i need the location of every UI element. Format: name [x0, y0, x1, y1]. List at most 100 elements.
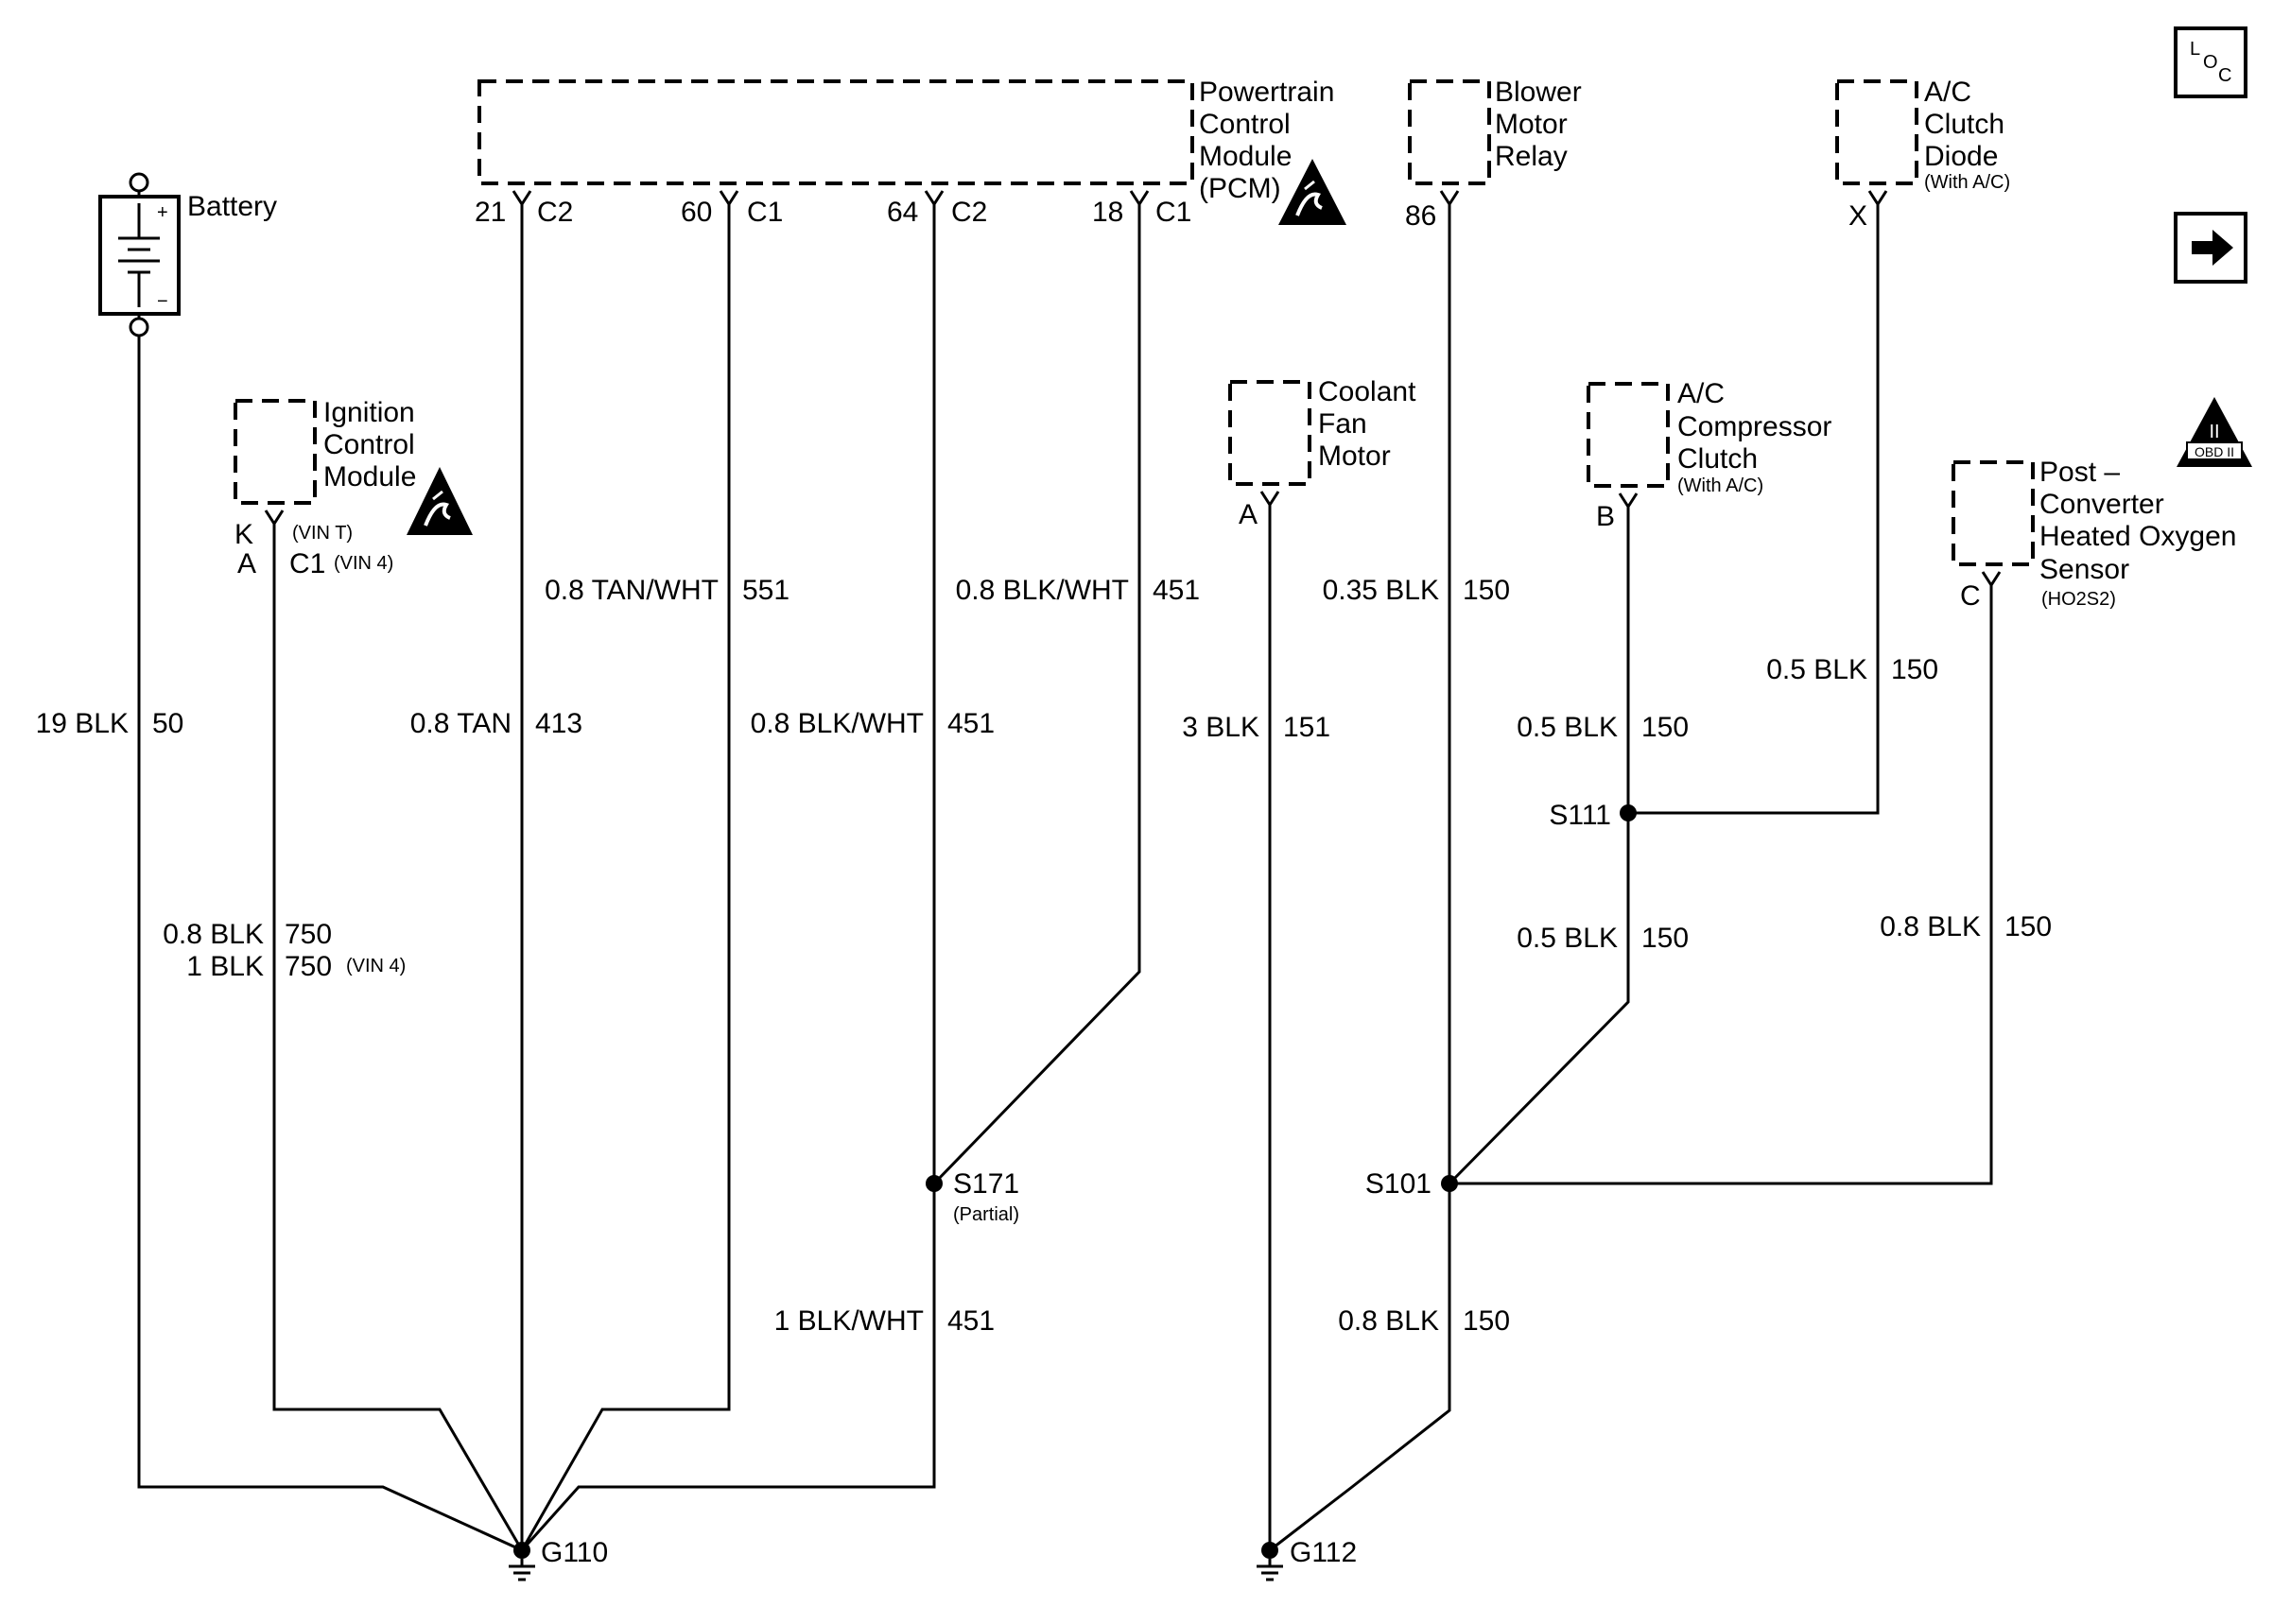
ho2s2-pin: C [1960, 580, 1981, 612]
wire-label-circuit: 150 [1463, 1305, 1510, 1337]
battery-minus: − [157, 291, 168, 312]
esd-warning-icon [1278, 159, 1346, 225]
icm-label-3: Module [323, 461, 416, 492]
blower-motor-relay: Blower Motor Relay 86 [1405, 77, 1582, 232]
ground-g112: G112 [1257, 1537, 1357, 1581]
ac-clutch-label-2: Compressor [1677, 411, 1831, 442]
ho2s2-label-2: Converter [2039, 489, 2164, 520]
icm-pin-a: A [237, 548, 256, 579]
wire-label-circuit: 150 [1463, 575, 1510, 606]
wires [137, 204, 1993, 1552]
splice-note: (Partial) [953, 1204, 1019, 1225]
pcm-box [477, 79, 1194, 185]
wire-label-circuit: 551 [742, 575, 789, 606]
wire-label-color: 1 BLK [186, 951, 264, 982]
svg-text:60: 60 [681, 197, 712, 228]
splice-label: S111 [1549, 800, 1611, 831]
wire-label-color: 3 BLK [1182, 712, 1259, 743]
battery-plus: + [157, 202, 168, 223]
esd-warning-icon [407, 467, 473, 535]
svg-text:18: 18 [1092, 197, 1123, 228]
wire-labels: 0.8 TAN/WHT 551 0.8 BLK/WHT 451 0.35 BLK… [36, 575, 2052, 1337]
wire-label-color: 0.8 BLK/WHT [751, 708, 924, 739]
coolant-fan-label-1: Coolant [1318, 376, 1416, 407]
wire-label-circuit: 150 [2004, 911, 2052, 942]
wire-label-color: 0.5 BLK [1517, 923, 1618, 954]
wire-label-circuit: 451 [947, 1305, 995, 1337]
wire-label-color: 1 BLK/WHT [774, 1305, 924, 1337]
battery: + − Battery [98, 172, 277, 337]
wire-ac-clutch [1448, 507, 1630, 1185]
wire-label-circuit: 750 [285, 919, 332, 950]
coolant-fan-label-3: Motor [1318, 441, 1391, 472]
ac-clutch-note: (With A/C) [1677, 475, 1763, 496]
wire-label-circuit: 150 [1891, 654, 1938, 685]
ac-diode-label-2: Clutch [1924, 109, 2004, 140]
icm-conn-c1: C1 [289, 548, 325, 579]
pcm-label-1: Powertrain [1199, 77, 1334, 108]
ac-diode-pin: X [1848, 200, 1867, 232]
wire-label-color: 0.8 TAN [410, 708, 512, 739]
ac-diode-label-3: Diode [1924, 141, 1998, 172]
ignition-control-module: Ignition Control Module K (VIN T) A C1 (… [234, 397, 473, 579]
ac-clutch-label-3: Clutch [1677, 443, 1758, 475]
ground-label: G110 [541, 1537, 608, 1568]
wire-label-circuit: 50 [152, 708, 183, 739]
wire-label-color: 0.8 BLK [1880, 911, 1981, 942]
obd-ii-icon: II OBD II [2177, 397, 2252, 467]
pcm-pin-64: 64 C2 [887, 190, 987, 228]
splice-label: S101 [1365, 1168, 1431, 1200]
arrow-right-icon[interactable] [2174, 212, 2247, 284]
svg-text:64: 64 [887, 197, 918, 228]
location-icon[interactable]: L O C [2174, 26, 2247, 98]
icm-label-2: Control [323, 429, 415, 460]
blower-label-2: Motor [1495, 109, 1568, 140]
obd-label: OBD II [2195, 444, 2234, 459]
svg-text:C1: C1 [1155, 197, 1191, 228]
wire-label-circuit: 150 [1641, 712, 1689, 743]
ac-clutch-box [1587, 382, 1670, 488]
battery-bottom-terminal [129, 317, 149, 337]
icm-label-1: Ignition [323, 397, 415, 428]
splice-s171: S171 (Partial) [926, 1168, 1019, 1225]
battery-label: Battery [187, 191, 277, 222]
icm-note-vin-t: (VIN T) [292, 523, 353, 544]
wire-pcm-60 [520, 204, 731, 1551]
wire-ac-diode [1628, 204, 1880, 815]
battery-top-terminal [129, 172, 149, 193]
coolant-fan-pin: A [1239, 499, 1258, 530]
coolant-fan-label-2: Fan [1318, 408, 1367, 440]
obd-numeral: II [2209, 422, 2219, 442]
blower-relay-box [1408, 79, 1491, 185]
wire-label-circuit: 451 [947, 708, 995, 739]
ac-diode-note: (With A/C) [1924, 172, 2010, 193]
ho2s2-sensor: Post – Converter Heated Oxygen Sensor (H… [1952, 457, 2236, 612]
wire-label-color: 0.8 BLK [1338, 1305, 1439, 1337]
icm-note-vin-4: (VIN 4) [334, 553, 393, 574]
blower-label-1: Blower [1495, 77, 1582, 108]
ac-diode-box [1835, 79, 1918, 185]
ac-clutch-diode: A/C Clutch Diode (With A/C) X [1835, 77, 2010, 232]
pcm-label-2: Control [1199, 109, 1291, 140]
pcm-label-3: Module [1199, 141, 1292, 172]
splice-s101: S101 [1365, 1168, 1458, 1200]
icm-pin-k: K [234, 519, 253, 550]
svg-text:C: C [2218, 65, 2231, 86]
ac-diode-label-1: A/C [1924, 77, 1971, 108]
splice-s111: S111 [1549, 800, 1637, 831]
wire-pcm-18 [932, 204, 1141, 1185]
pcm-pin-18: 18 C1 [1092, 190, 1191, 228]
svg-text:21: 21 [475, 197, 506, 228]
ac-compressor-clutch: A/C Compressor Clutch (With A/C) B [1587, 378, 1831, 532]
wire-blower [1269, 204, 1451, 1552]
ac-clutch-label-1: A/C [1677, 378, 1725, 409]
wire-pcm-64 [520, 204, 936, 1552]
wire-label-color: 0.5 BLK [1517, 712, 1618, 743]
ho2s2-label-4: Sensor [2039, 554, 2129, 585]
wire-label-circuit: 413 [535, 708, 582, 739]
ac-clutch-pin: B [1596, 501, 1615, 532]
wire-ho2s2 [1449, 585, 1993, 1185]
wire-label-circuit: 451 [1153, 575, 1200, 606]
pcm-label-4: (PCM) [1199, 173, 1281, 204]
